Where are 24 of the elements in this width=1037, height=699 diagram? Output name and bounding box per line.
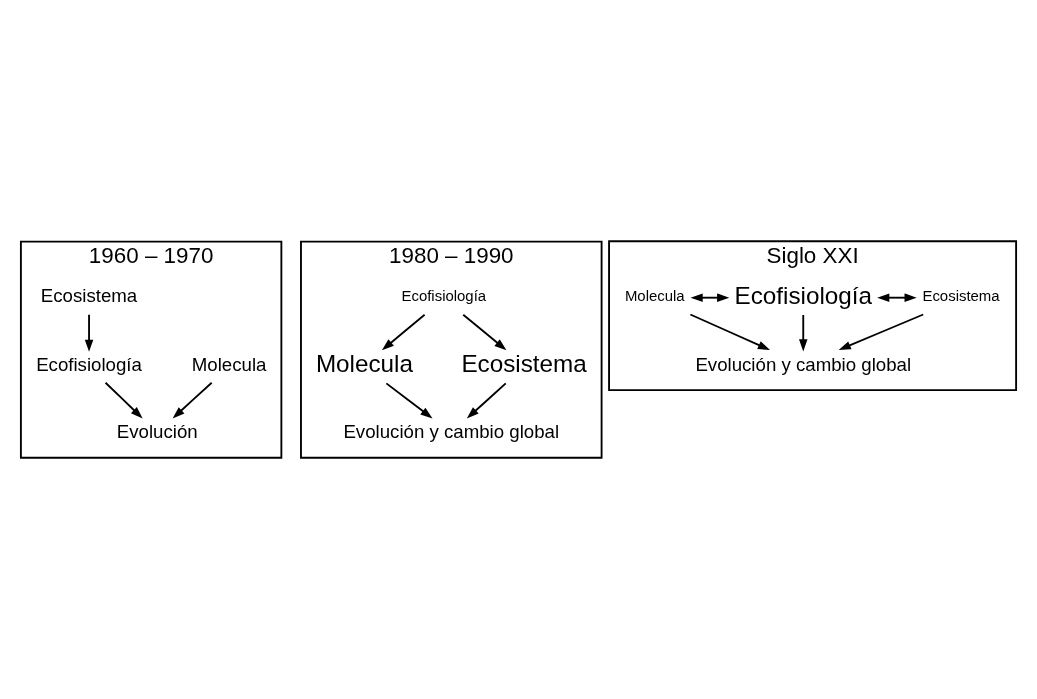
arrow <box>466 382 507 419</box>
arrow <box>462 313 507 351</box>
arrow <box>84 313 94 352</box>
arrow <box>385 382 433 419</box>
node-text: Ecofisiología <box>401 287 487 305</box>
arrow <box>381 313 426 351</box>
arrow <box>838 313 925 351</box>
node-text: Molecula <box>191 353 267 375</box>
arrow <box>172 381 213 419</box>
arrow <box>104 381 143 419</box>
node-text: Ecosistema <box>922 287 1000 305</box>
node-text: Ecosistema <box>40 285 138 307</box>
arrow <box>689 313 771 351</box>
arrow <box>877 293 917 302</box>
node-text: Molecula <box>624 287 685 305</box>
node-text: Evolución <box>116 421 198 443</box>
node-text: Molecula <box>315 349 414 377</box>
node-text: Evolución y cambio global <box>343 421 560 443</box>
node-text: Evolución y cambio global <box>695 353 912 375</box>
arrow <box>799 314 808 352</box>
arrow <box>690 293 730 302</box>
node-text: Ecosistema <box>461 349 587 377</box>
node-text: Ecofisiología <box>36 353 142 375</box>
node-text: Ecofisiología <box>734 281 873 309</box>
